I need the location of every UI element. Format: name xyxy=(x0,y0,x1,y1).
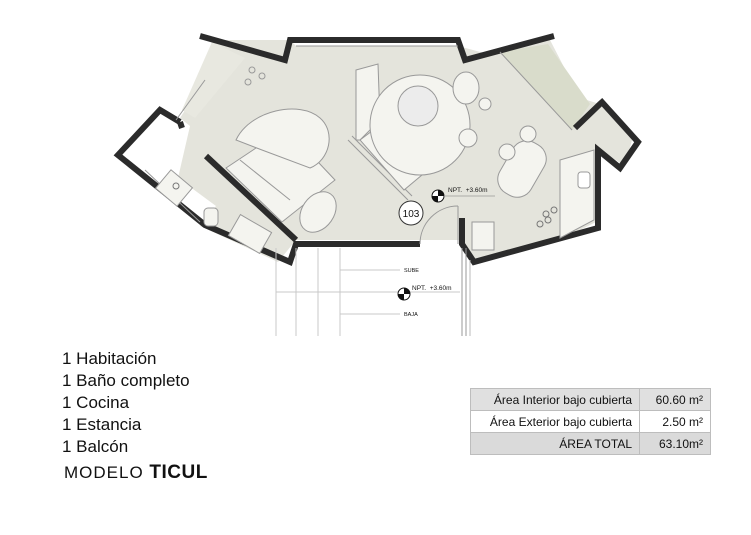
area-label: Área Exterior bajo cubierta xyxy=(470,410,640,433)
stair-up-label: SUBE xyxy=(404,268,419,274)
model-prefix: MODELO xyxy=(64,463,144,482)
entry-door-swing xyxy=(419,205,459,245)
balcony-area xyxy=(500,44,590,130)
stair xyxy=(275,248,460,336)
area-label: ÁREA TOTAL xyxy=(470,432,640,455)
model-title: MODELO TICUL xyxy=(64,462,208,484)
level-label-lower: NPT. +3.60m xyxy=(412,285,452,292)
level-label-upper: NPT. +3.60m xyxy=(448,187,488,194)
plant-icon xyxy=(244,66,266,86)
coffee-table xyxy=(397,85,439,127)
sink xyxy=(577,171,591,189)
side-table xyxy=(478,97,492,111)
table-row: Área Interior bajo cubierta 60.60 m² xyxy=(470,388,711,411)
table-row: Área Exterior bajo cubierta 2.50 m² xyxy=(470,410,711,433)
stove xyxy=(536,206,558,228)
area-table: Área Interior bajo cubierta 60.60 m² Áre… xyxy=(470,388,711,455)
unit-number-badge xyxy=(398,200,424,226)
stool xyxy=(498,143,516,161)
model-name: TICUL xyxy=(149,462,208,483)
floor-plan: 103 NPT. +3.60m SUBE BAJA NPT. +3.60m xyxy=(113,33,642,336)
feature-item: 1 Habitación xyxy=(62,349,157,368)
level-marker-icon xyxy=(431,189,445,203)
feature-item: 1 Balcón xyxy=(62,437,129,456)
ottoman xyxy=(299,191,337,233)
stair-down-label: BAJA xyxy=(404,312,418,318)
balcony-area-left xyxy=(182,42,245,118)
feature-item: 1 Baño completo xyxy=(62,371,190,390)
table-row: ÁREA TOTAL 63.10m² xyxy=(470,432,711,455)
feature-item: 1 Cocina xyxy=(62,393,130,412)
feature-item: 1 Estancia xyxy=(62,415,142,434)
area-value: 60.60 m² xyxy=(639,388,711,411)
feature-list: 1 Habitación 1 Baño completo 1 Cocina 1 … xyxy=(62,348,190,458)
area-value: 2.50 m² xyxy=(639,410,711,433)
shower xyxy=(227,213,273,255)
area-value: 63.10m² xyxy=(639,432,711,455)
level-marker-icon xyxy=(397,287,411,301)
fridge xyxy=(471,221,495,251)
unit-number: 103 xyxy=(403,209,420,220)
area-label: Área Interior bajo cubierta xyxy=(470,388,640,411)
lounge-chair xyxy=(458,128,478,148)
sink-bowl xyxy=(172,182,180,190)
stool xyxy=(519,125,537,143)
bed xyxy=(225,108,336,223)
armchair xyxy=(452,71,480,105)
toilet xyxy=(203,207,219,227)
